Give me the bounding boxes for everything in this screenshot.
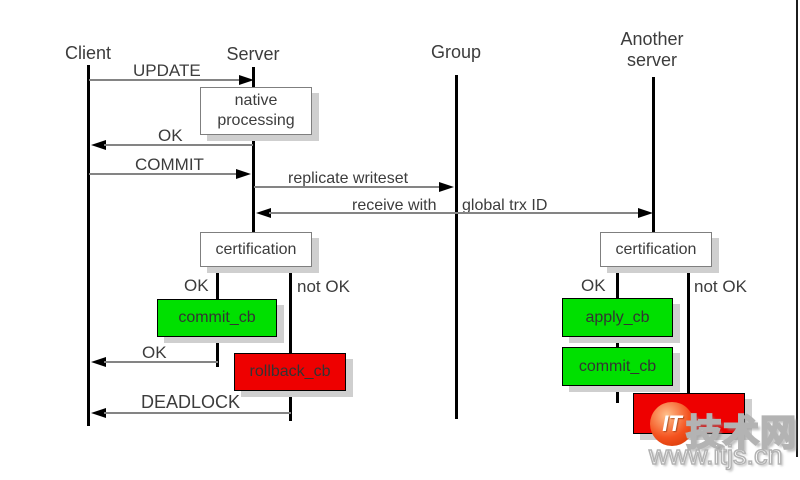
message-line-ok-commit: [104, 361, 218, 363]
actor-label-server: Server: [226, 44, 280, 64]
arrowhead-receive-left: [256, 208, 271, 218]
message-line-commit: [89, 173, 237, 175]
branch-label-server-not-ok: not OK: [297, 277, 350, 296]
actor-label-client: Client: [64, 43, 112, 63]
rollback-cb-box-server: rollback_cb: [234, 353, 346, 391]
diagram-right-border: [796, 0, 798, 457]
watermark-site-url: www.itjs.cn: [648, 439, 783, 471]
message-line-ok-processing: [104, 144, 253, 146]
branch-label-another-not-ok: not OK: [694, 277, 747, 296]
message-label-update: UPDATE: [133, 61, 201, 80]
actor-label-another-server: Another server: [620, 29, 683, 71]
branch-server-not-ok: [289, 266, 292, 421]
branch-label-another-ok: OK: [581, 276, 606, 295]
actor-label-group: Group: [430, 42, 482, 62]
actor-label-another-line1: Another: [620, 29, 684, 49]
apply-cb-box-another: apply_cb: [562, 298, 673, 337]
watermark-logo-icon: IT: [650, 402, 694, 446]
arrowhead-replicate-writeset: [439, 182, 454, 192]
actor-label-another-line2: server: [626, 50, 678, 70]
message-line-deadlock: [104, 412, 291, 414]
message-label-ok-commit: OK: [142, 343, 167, 362]
message-line-update: [89, 79, 241, 81]
commit-cb-box-another: commit_cb: [562, 347, 673, 386]
arrowhead-commit: [236, 169, 251, 179]
message-label-commit: COMMIT: [135, 155, 204, 174]
arrowhead-receive-right: [638, 208, 653, 218]
native-processing-line2: processing: [217, 112, 295, 129]
lifeline-client: [87, 65, 90, 426]
message-line-replicate-writeset: [254, 186, 441, 188]
native-processing-box: native processing: [200, 87, 312, 135]
arrowhead-ok-commit: [91, 357, 106, 367]
arrowhead-deadlock: [91, 408, 106, 418]
message-label-deadlock: DEADLOCK: [141, 392, 241, 412]
certification-box-another: certification: [600, 232, 712, 267]
lifeline-another-server: [652, 77, 655, 266]
message-label-ok-processing: OK: [158, 126, 183, 145]
watermark-site-name: 技术网: [685, 411, 798, 454]
branch-label-server-ok: OK: [184, 276, 209, 295]
message-label-global-trx-id: global trx ID: [462, 197, 548, 214]
certification-box-server: certification: [200, 232, 312, 267]
arrowhead-update: [239, 75, 254, 85]
lifeline-server: [252, 67, 255, 265]
native-processing-line1: native: [234, 92, 278, 109]
message-label-receive-with: receive with: [352, 197, 437, 214]
branch-another-not-ok: [687, 266, 690, 395]
message-label-replicate-writeset: replicate writeset: [288, 170, 409, 187]
arrowhead-ok-processing: [91, 140, 106, 150]
message-line-receive: [269, 212, 638, 214]
lifeline-group: [455, 75, 458, 419]
commit-cb-box-server: commit_cb: [157, 299, 277, 337]
